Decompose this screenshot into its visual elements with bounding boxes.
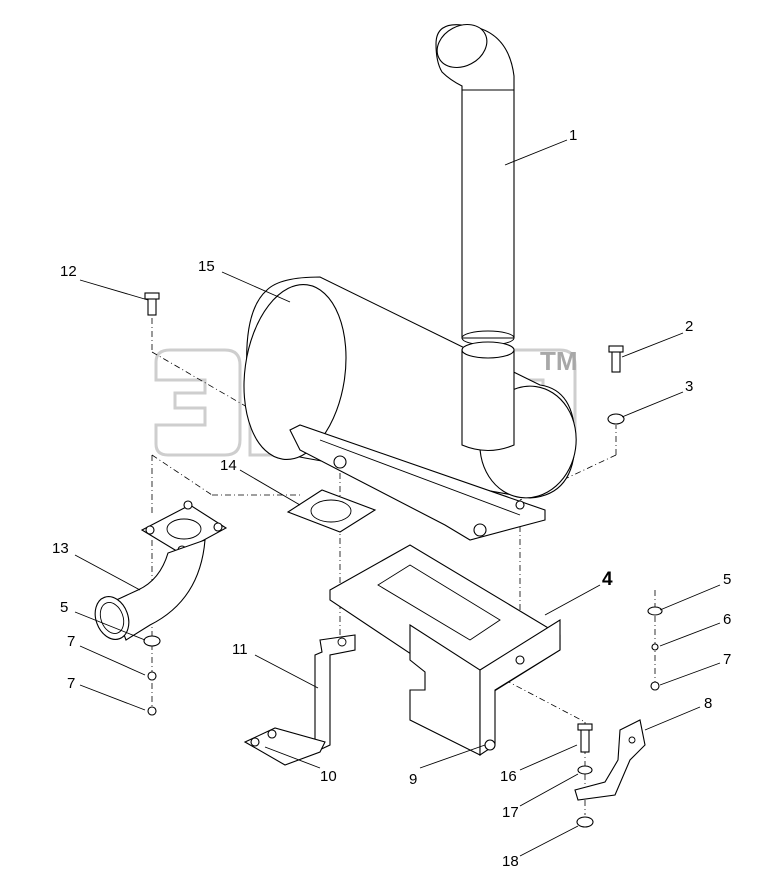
callout-16: 16 bbox=[500, 768, 517, 785]
callout-2: 2 bbox=[685, 318, 693, 335]
washer-5-right bbox=[647, 606, 663, 616]
washer-3 bbox=[607, 413, 625, 425]
elbow-inlet-pipe bbox=[94, 500, 228, 641]
left-fasteners bbox=[143, 292, 161, 716]
mounting-bracket bbox=[329, 544, 561, 757]
callout-6: 6 bbox=[723, 611, 731, 628]
nut-7-lower-left bbox=[147, 706, 157, 716]
washer-5-left bbox=[143, 635, 161, 647]
callout-13: 13 bbox=[52, 540, 69, 557]
callout-7-lower-left: 7 bbox=[67, 675, 75, 692]
callout-1: 1 bbox=[569, 127, 577, 144]
watermark-tm: TM bbox=[540, 346, 578, 376]
callout-14: 14 bbox=[220, 457, 237, 474]
exhaust-stack-pipe bbox=[435, 23, 515, 346]
callout-10: 10 bbox=[320, 768, 337, 785]
callout-7-upper-left: 7 bbox=[67, 633, 75, 650]
washer-18 bbox=[576, 816, 594, 828]
callout-5-right: 5 bbox=[723, 571, 731, 588]
bolt-2 bbox=[611, 349, 621, 373]
callout-3: 3 bbox=[685, 378, 693, 395]
strut-foot-plate bbox=[243, 727, 326, 766]
right-fasteners bbox=[607, 345, 663, 691]
nut-7-upper-left bbox=[147, 671, 157, 681]
callout-4: 4 bbox=[602, 569, 613, 590]
leader-lines bbox=[74, 139, 721, 857]
callout-7-right: 7 bbox=[723, 651, 731, 668]
muffler-body bbox=[243, 276, 577, 541]
callout-11: 11 bbox=[232, 641, 248, 658]
callout-15: 15 bbox=[198, 258, 215, 275]
callout-12: 12 bbox=[60, 263, 77, 280]
callout-9: 9 bbox=[409, 771, 417, 788]
nut-7-right bbox=[650, 681, 660, 691]
callout-8: 8 bbox=[704, 695, 712, 712]
washer-17 bbox=[577, 765, 593, 775]
callout-5-left: 5 bbox=[60, 599, 68, 616]
small-bracket bbox=[574, 719, 646, 801]
support-strut bbox=[314, 634, 356, 753]
bolt-16 bbox=[580, 727, 590, 753]
callout-18: 18 bbox=[502, 853, 519, 870]
callout-labels: 1 2 3 4 5 5 6 7 7 7 8 9 10 11 12 13 14 1… bbox=[52, 127, 731, 870]
lockwasher-6 bbox=[651, 643, 659, 651]
flange-gasket bbox=[286, 489, 377, 533]
bracket-fasteners bbox=[576, 723, 594, 828]
callout-17: 17 bbox=[502, 804, 519, 821]
